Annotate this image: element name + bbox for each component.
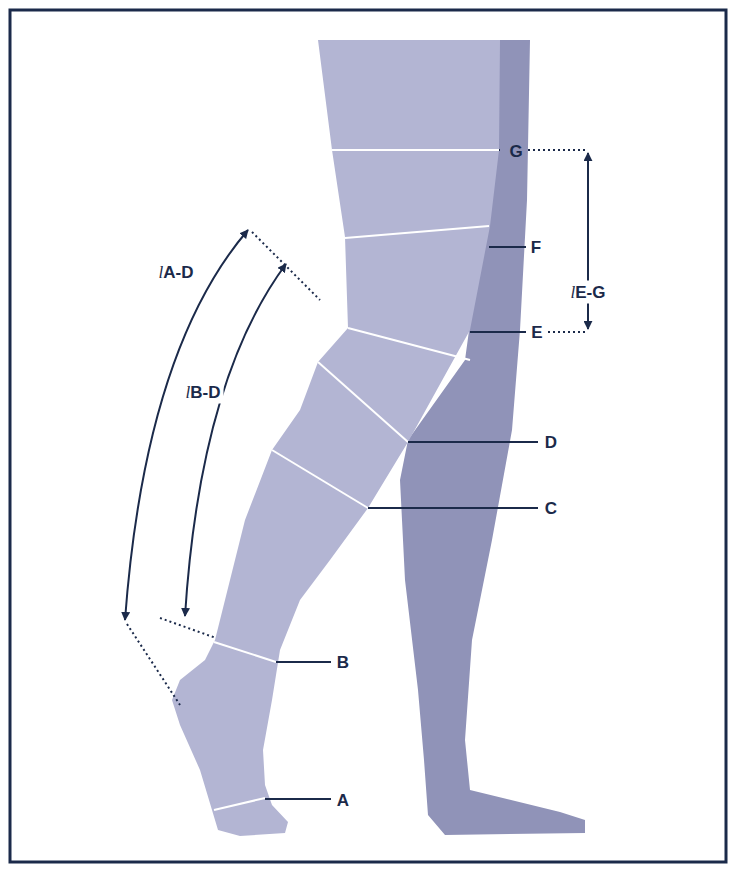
level-label: A: [337, 792, 349, 809]
dimension-label: lB-D: [183, 381, 224, 404]
level-label: B: [337, 654, 349, 671]
dimension-label: lE-G: [568, 281, 609, 304]
level-label: G: [509, 143, 522, 160]
leader-lines: [265, 150, 538, 799]
dimension-arrows: [125, 153, 588, 620]
dotted-extensions: [127, 150, 585, 705]
level-label: E: [531, 324, 542, 341]
dimension-label: lA-D: [156, 261, 197, 284]
front-leg: [172, 40, 500, 836]
frame: [10, 10, 726, 862]
level-label: C: [545, 500, 557, 517]
level-label: D: [545, 434, 557, 451]
measure-lines: [214, 150, 499, 810]
level-label: F: [531, 239, 541, 256]
